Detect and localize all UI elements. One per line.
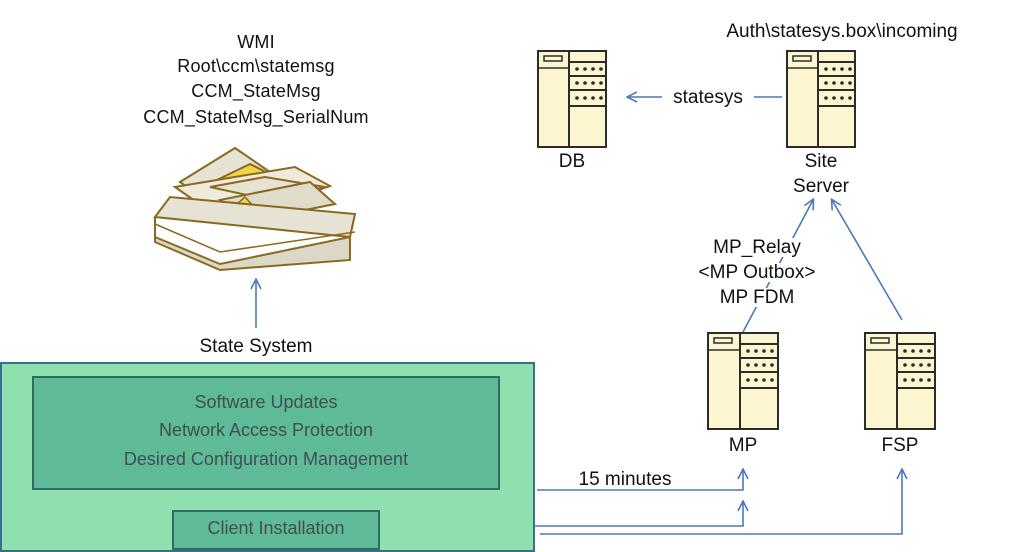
wmi-class-serialnum: CCM_StateMsg_SerialNum [143,107,369,127]
wmi-class-statemsg: CCM_StateMsg [191,81,321,101]
client-features-box [32,376,500,490]
mp-server-icon [707,332,779,430]
client-to-mp-arrow [537,470,743,491]
wmi-namespace: Root\ccm\statemsg [177,56,335,76]
folder-stack-icon [153,146,357,272]
fsp-label: FSP [881,435,919,456]
feature-desired-configuration-management: Desired Configuration Management [123,449,409,469]
state-system-label: State System [199,336,313,357]
site-server-label-line2: Server [793,176,849,197]
site-server-path: Auth\statesys.box\incoming [726,21,958,42]
site-server-label-line1: Site [804,151,838,172]
feature-software-updates: Software Updates [194,392,338,412]
mp-outbox-label: <MP Outbox> [682,263,832,282]
to-fsp-arrow [540,470,902,535]
feature-network-access-protection: Network Access Protection [158,420,374,440]
fsp-to-site-arrow [832,200,903,321]
mp-relay-label: MP_Relay [692,238,822,257]
wmi-label: WMI [237,32,275,52]
statesys-label: statesys [662,88,754,107]
fsp-server-icon [864,332,936,430]
db-server-icon [537,50,607,148]
site-server-icon [786,50,856,148]
interval-label: 15 minutes [578,469,672,490]
mp-label: MP [728,435,758,456]
db-label: DB [558,151,586,172]
client-installation-label: Client Installation [207,518,345,538]
mp-fdm-label: MP FDM [692,288,822,307]
